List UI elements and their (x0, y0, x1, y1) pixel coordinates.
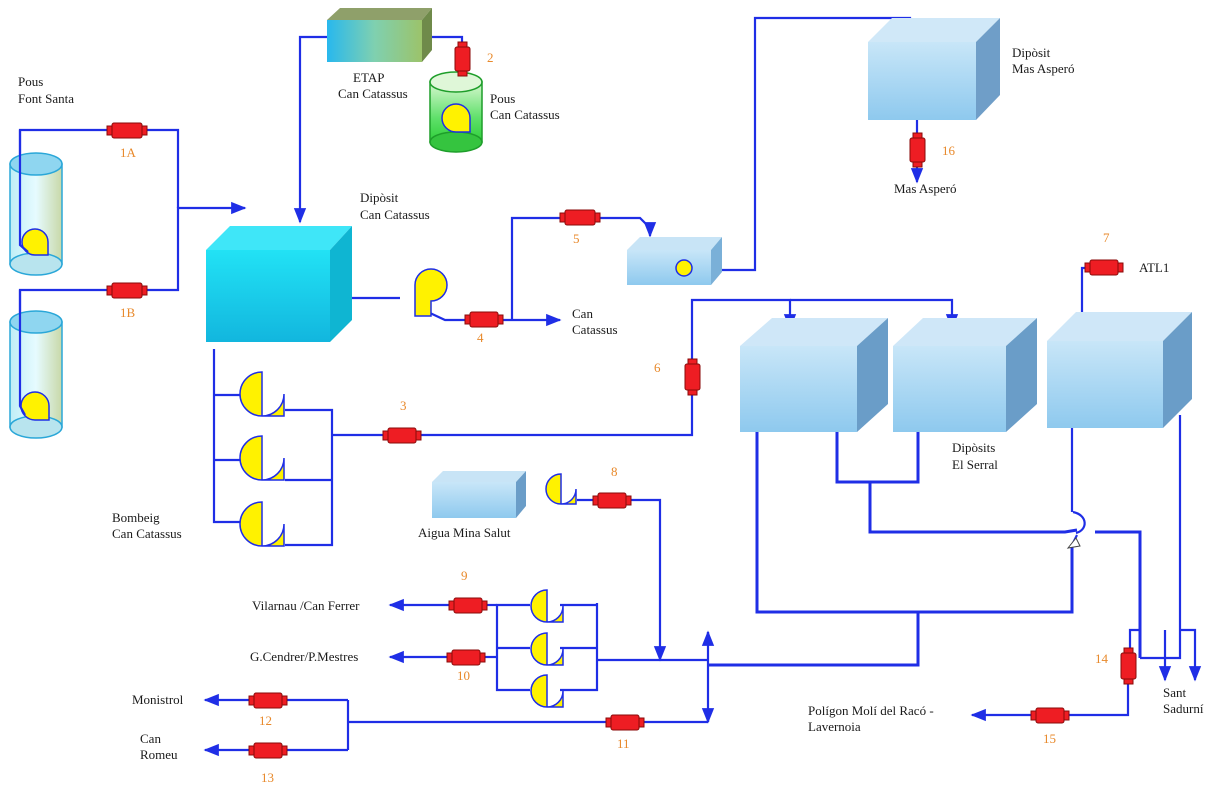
meter-numbers: 1A 1B 2 3 4 5 6 7 8 9 10 11 12 13 14 15 … (120, 50, 1110, 785)
label-sant-sadurni-2: Sadurní (1163, 701, 1204, 716)
label-can-catassus-out-2: Catassus (572, 322, 618, 337)
meter-7-label: 7 (1103, 230, 1110, 245)
meter-2-label: 2 (487, 50, 494, 65)
tank-mas-aspero (868, 18, 1000, 120)
meter-6-label: 6 (654, 360, 661, 375)
pump-icon (414, 268, 448, 317)
label-diposit-mas-aspero-1: Dipòsit (1012, 45, 1051, 60)
pump-icon (545, 473, 577, 505)
tank-aigua-mina-salut (432, 471, 526, 518)
tank-el-serral-1 (740, 318, 888, 432)
label-etap-2: Can Catassus (338, 86, 408, 101)
label-diposit-can-catassus-2: Can Catassus (360, 207, 430, 222)
label-poligon-1: Polígon Molí del Racó - (808, 703, 934, 718)
tank-can-catassus (206, 226, 352, 342)
meter-12-label: 12 (259, 713, 272, 728)
pump-group-distribution (530, 589, 564, 708)
label-bombeig-1: Bombeig (112, 510, 160, 525)
label-gcendrer: G.Cendrer/P.Mestres (250, 649, 358, 664)
label-poligon-2: Lavernoia (808, 719, 861, 734)
label-can-romeu-2: Romeu (140, 747, 178, 762)
well-can-catassus (429, 71, 483, 153)
well-font-santa-lower (9, 310, 63, 439)
meter-3-label: 3 (400, 398, 407, 413)
meter-4-label: 4 (477, 330, 484, 345)
label-diposits-el-serral-1: Dipòsits (952, 440, 995, 455)
etap-tank (327, 8, 432, 62)
label-aigua-mina-salut: Aigua Mina Salut (418, 525, 511, 540)
labels: Pous Font Santa ETAP Can Catassus Pous C… (18, 45, 1204, 762)
label-mas-aspero: Mas Asperó (894, 181, 956, 196)
tank-intermediate (627, 237, 722, 285)
tank-el-serral-3 (1047, 312, 1192, 428)
label-pous-can-catassus-2: Can Catassus (490, 107, 560, 122)
meter-1b-label: 1B (120, 305, 136, 320)
pump-group-bombeig (239, 371, 285, 547)
label-pous-font-santa-1: Pous (18, 74, 43, 89)
label-atl1: ATL1 (1139, 260, 1169, 275)
meter-icons (106, 41, 1137, 759)
label-monistrol: Monistrol (132, 692, 184, 707)
meter-10-label: 10 (457, 668, 470, 683)
well-font-santa-upper (9, 152, 63, 276)
pipe-well-1 (18, 130, 29, 253)
label-etap-1: ETAP (353, 70, 384, 85)
label-diposit-can-catassus-1: Dipòsit (360, 190, 399, 205)
label-pous-can-catassus-1: Pous (490, 91, 515, 106)
pump-icon (20, 228, 50, 421)
meter-1a-label: 1A (120, 145, 137, 160)
label-diposit-mas-aspero-2: Mas Asperó (1012, 61, 1074, 76)
meter-16-label: 16 (942, 143, 956, 158)
meter-11-label: 11 (617, 736, 630, 751)
meter-13-label: 13 (261, 770, 274, 785)
meter-15-label: 15 (1043, 731, 1056, 746)
pipe-well-2 (18, 290, 26, 416)
meter-8-label: 8 (611, 464, 618, 479)
tank-el-serral-2 (893, 318, 1037, 432)
label-sant-sadurni-1: Sant (1163, 685, 1187, 700)
meter-5-label: 5 (573, 231, 580, 246)
label-can-romeu-1: Can (140, 731, 161, 746)
meter-9-label: 9 (461, 568, 468, 583)
label-diposits-el-serral-2: El Serral (952, 457, 998, 472)
label-can-catassus-out-1: Can (572, 306, 593, 321)
meter-14-label: 14 (1095, 651, 1109, 666)
label-pous-font-santa-2: Font Santa (18, 91, 74, 106)
label-vilarnau: Vilarnau /Can Ferrer (252, 598, 360, 613)
label-bombeig-2: Can Catassus (112, 526, 182, 541)
